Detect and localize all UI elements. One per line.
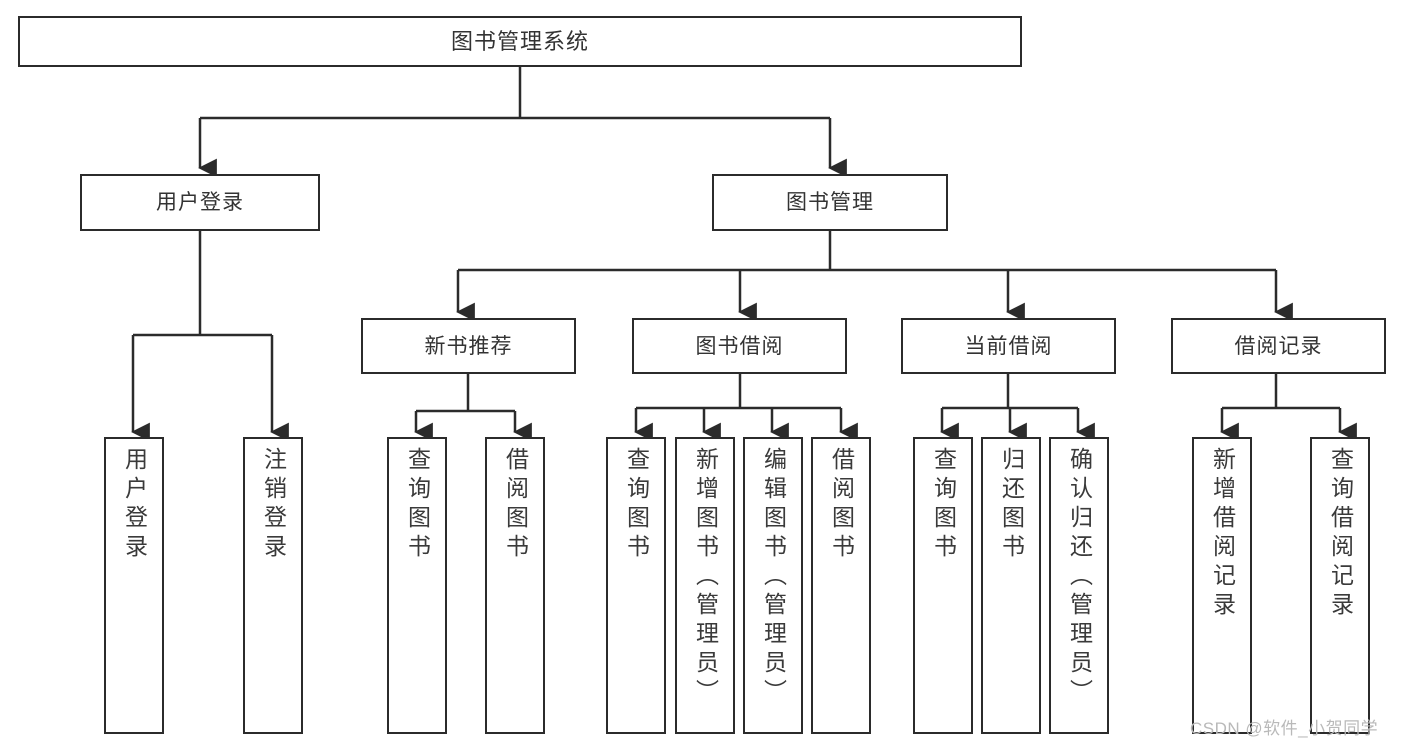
node-borrow-record[interactable]: 借阅记录: [1171, 318, 1386, 374]
leaf-query-book-recommend[interactable]: 查询图书: [387, 437, 447, 734]
node-label: 借阅图书: [502, 447, 529, 563]
leaf-query-borrow-record[interactable]: 查询借阅记录: [1310, 437, 1370, 734]
node-label: 用户登录: [121, 447, 148, 563]
node-label: 确认归还（管理员）: [1066, 447, 1093, 708]
leaf-query-book-current[interactable]: 查询图书: [913, 437, 973, 734]
node-user-login[interactable]: 用户登录: [80, 174, 320, 231]
node-label: 新书推荐: [424, 334, 513, 358]
node-label: 借阅记录: [1234, 334, 1323, 358]
node-book-borrow[interactable]: 图书借阅: [632, 318, 847, 374]
node-label: 查询借阅记录: [1327, 447, 1354, 621]
leaf-confirm-return-admin[interactable]: 确认归还（管理员）: [1049, 437, 1109, 734]
node-label: 图书管理系统: [450, 28, 589, 54]
node-label: 注销登录: [260, 447, 287, 563]
leaf-user-login[interactable]: 用户登录: [104, 437, 164, 734]
node-label: 借阅图书: [828, 447, 855, 563]
node-new-book-recommend[interactable]: 新书推荐: [361, 318, 576, 374]
node-label: 图书借阅: [695, 334, 784, 358]
leaf-borrow-book-recommend[interactable]: 借阅图书: [485, 437, 545, 734]
leaf-edit-book-admin[interactable]: 编辑图书（管理员）: [743, 437, 803, 734]
leaf-add-book-admin[interactable]: 新增图书（管理员）: [675, 437, 735, 734]
leaf-return-book[interactable]: 归还图书: [981, 437, 1041, 734]
node-label: 查询图书: [404, 447, 431, 563]
node-current-borrow[interactable]: 当前借阅: [901, 318, 1116, 374]
node-label: 查询图书: [623, 447, 650, 563]
node-label: 当前借阅: [964, 334, 1053, 358]
node-label: 用户登录: [156, 191, 244, 214]
node-label: 编辑图书（管理员）: [760, 447, 787, 708]
leaf-add-borrow-record[interactable]: 新增借阅记录: [1192, 437, 1252, 734]
leaf-logout[interactable]: 注销登录: [243, 437, 303, 734]
leaf-query-book-borrow[interactable]: 查询图书: [606, 437, 666, 734]
watermark-text: CSDN @软件_小贺同学: [1190, 719, 1379, 738]
leaf-borrow-book[interactable]: 借阅图书: [811, 437, 871, 734]
node-label: 新增图书（管理员）: [692, 447, 719, 708]
node-label: 新增借阅记录: [1209, 447, 1236, 621]
node-label: 图书管理: [786, 191, 874, 214]
node-label: 归还图书: [998, 447, 1025, 563]
node-root-system[interactable]: 图书管理系统: [18, 16, 1022, 67]
node-book-management[interactable]: 图书管理: [712, 174, 948, 231]
node-label: 查询图书: [930, 447, 957, 563]
